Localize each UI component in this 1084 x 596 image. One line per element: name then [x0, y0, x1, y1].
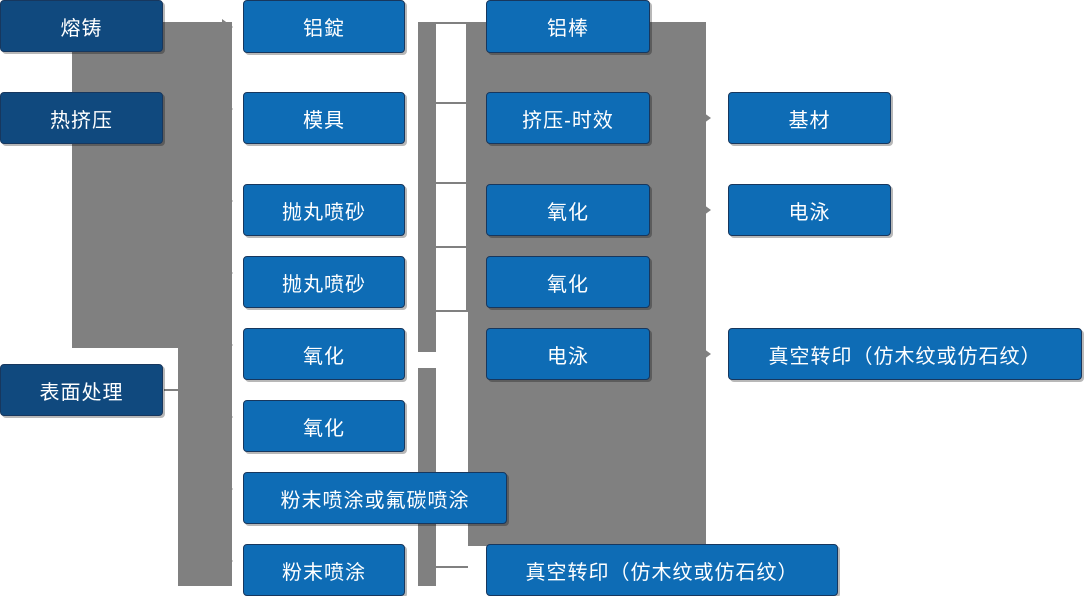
input-oxidation-2[interactable]: 氧化 [243, 400, 405, 452]
process-vacuum-transfer[interactable]: 真空转印（仿木纹或仿石纹） [486, 544, 838, 596]
input-oxidation-1[interactable]: 氧化 [243, 328, 405, 380]
output-base-material-label: 基材 [788, 109, 831, 132]
arrow-to-output-electrophoresis [700, 202, 711, 218]
input-shot-blasting-2-label: 抛丸喷砂 [282, 273, 366, 296]
input-aluminum-ingot-label: 铝錠 [303, 18, 345, 40]
input-powder-coating[interactable]: 粉末喷涂 [243, 544, 405, 596]
stage-surface-treatment[interactable]: 表面处理 [0, 364, 163, 416]
process-oxidation-2-label: 氧化 [547, 273, 589, 296]
process-aluminum-bar-label: 铝棒 [547, 18, 589, 40]
process-oxidation-2[interactable]: 氧化 [486, 256, 650, 308]
arrow-to-mold [222, 101, 233, 117]
tick-aluminum-bar [436, 22, 468, 24]
input-shot-blasting-2[interactable]: 抛丸喷砂 [243, 256, 405, 308]
arrow-to-base-material [700, 110, 711, 126]
output-electrophoresis-label: 电泳 [788, 201, 831, 224]
arrow-to-powder-coating [222, 553, 233, 569]
input-mold[interactable]: 模具 [243, 92, 405, 144]
arrow-to-shot-blasting-2 [222, 265, 233, 281]
tick-oxidation-2 [436, 246, 468, 248]
output-vacuum-transfer-label: 真空转印（仿木纹或仿石纹） [768, 345, 1042, 368]
process-aluminum-bar[interactable]: 铝棒 [486, 0, 650, 53]
arrow-to-aluminum-ingot [222, 19, 233, 35]
process-oxidation-1-label: 氧化 [547, 201, 589, 224]
arrow-to-shot-blasting-1 [222, 193, 233, 209]
process-electrophoresis[interactable]: 电泳 [486, 328, 650, 380]
input-shot-blasting-1-label: 抛丸喷砂 [282, 201, 366, 224]
process-extrusion-aging-label: 挤压-时效 [522, 109, 614, 132]
process-vacuum-transfer-label: 真空转印（仿木纹或仿石纹） [525, 561, 799, 584]
connector-bar-middle-inner [418, 22, 436, 352]
connector-surface-treatment-stub [164, 389, 188, 391]
tick-oxidation-1 [436, 182, 468, 184]
arrow-to-oxidation-2 [222, 409, 233, 425]
tick-electrophoresis [436, 310, 468, 312]
input-powder-or-fluorocarbon[interactable]: 粉末喷涂或氟碳喷涂 [243, 472, 507, 524]
stage-melt-cast[interactable]: 熔铸 [0, 0, 163, 52]
input-powder-or-fluorocarbon-label: 粉末喷涂或氟碳喷涂 [280, 489, 470, 512]
arrow-to-output-vacuum-transfer [700, 346, 711, 362]
arrow-to-powder-or-fluorocarbon [222, 481, 233, 497]
input-shot-blasting-1[interactable]: 抛丸喷砂 [243, 184, 405, 236]
process-extrusion-aging[interactable]: 挤压-时效 [486, 92, 650, 144]
input-oxidation-1-label: 氧化 [303, 345, 345, 368]
process-electrophoresis-label: 电泳 [547, 345, 589, 368]
stage-melt-cast-label: 熔铸 [60, 17, 103, 40]
arrow-to-oxidation-1 [222, 337, 233, 353]
tick-vacuum-transfer [436, 566, 468, 568]
process-oxidation-1[interactable]: 氧化 [486, 184, 650, 236]
connector-notch-mask-2 [0, 392, 178, 586]
output-electrophoresis[interactable]: 电泳 [728, 184, 891, 236]
input-oxidation-2-label: 氧化 [303, 417, 345, 440]
stage-hot-extrusion[interactable]: 热挤压 [0, 92, 163, 144]
stage-surface-treatment-label: 表面处理 [39, 381, 124, 404]
tick-extrusion-aging [436, 102, 468, 104]
output-base-material[interactable]: 基材 [728, 92, 891, 144]
tick-connector-vertical [466, 22, 468, 312]
input-mold-label: 模具 [303, 109, 345, 132]
input-aluminum-ingot[interactable]: 铝錠 [243, 0, 405, 53]
output-vacuum-transfer[interactable]: 真空转印（仿木纹或仿石纹） [728, 328, 1082, 380]
stage-hot-extrusion-label: 热挤压 [50, 109, 113, 132]
input-powder-coating-label: 粉末喷涂 [282, 561, 366, 584]
